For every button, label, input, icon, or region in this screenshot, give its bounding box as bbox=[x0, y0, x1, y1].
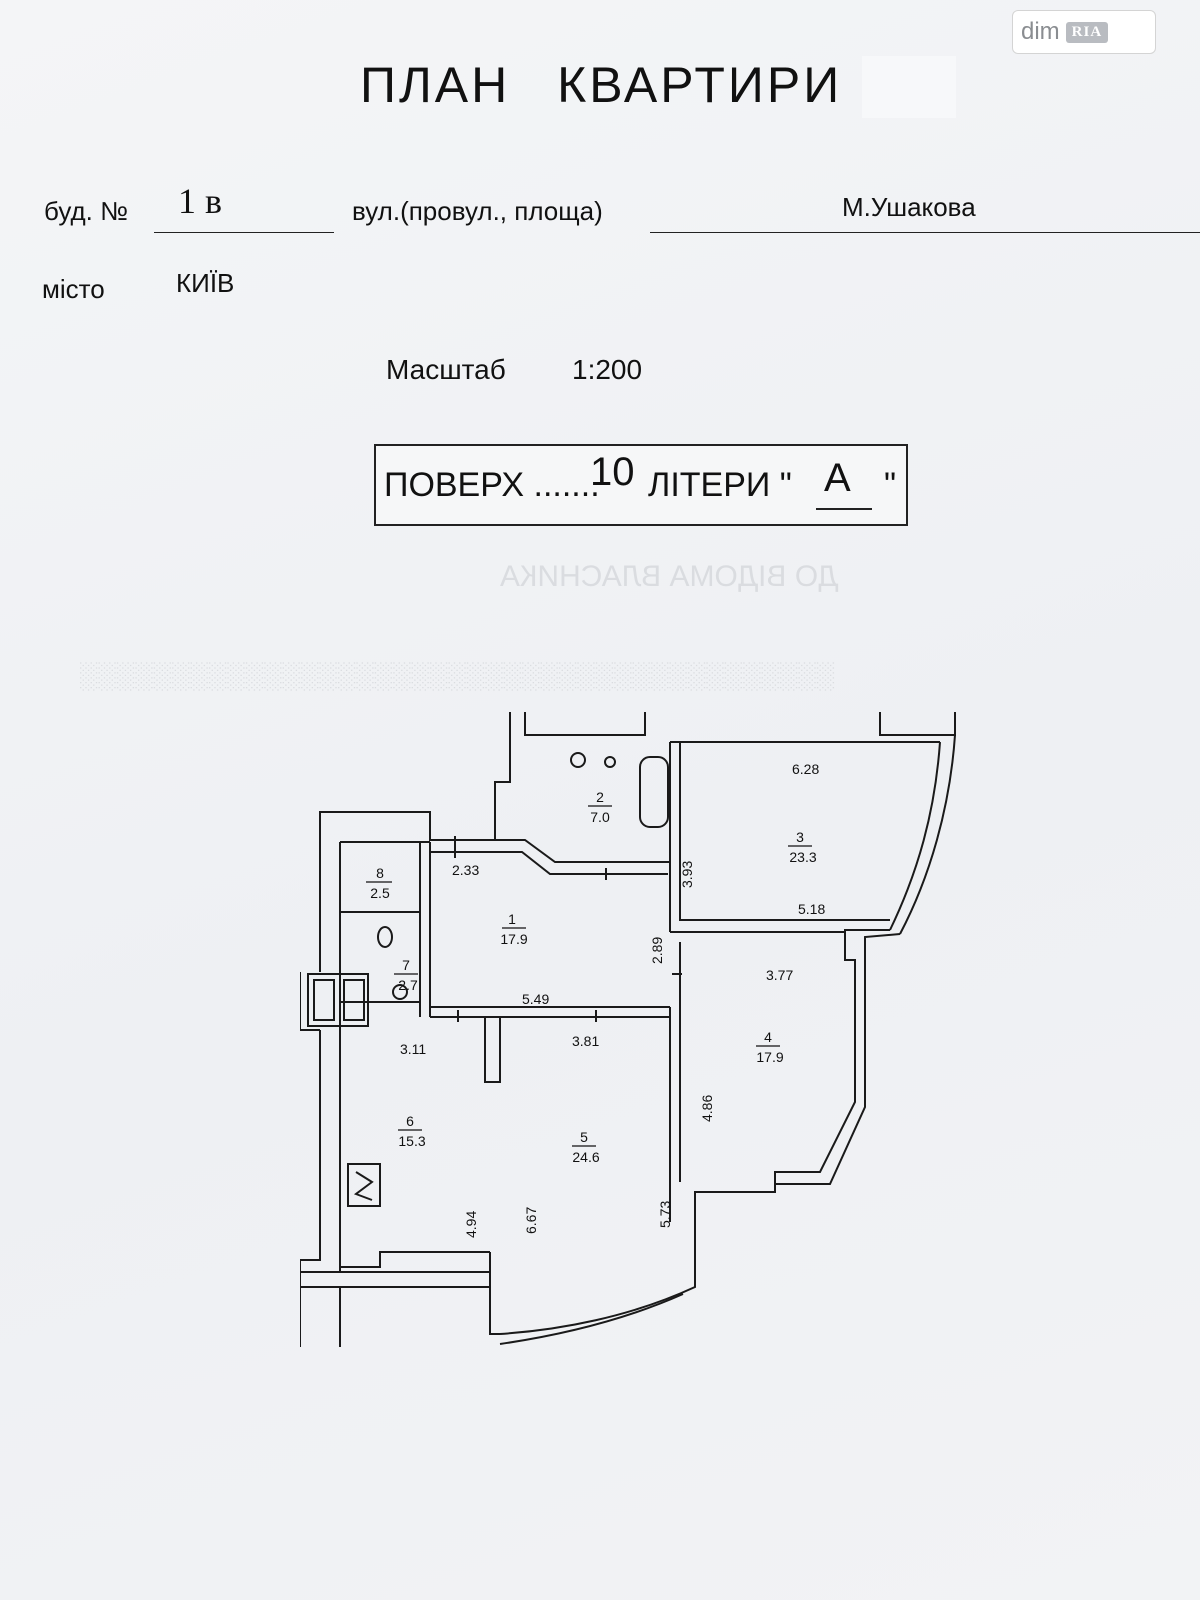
litera-label: ЛІТЕРИ " bbox=[648, 466, 792, 504]
stove-mark bbox=[353, 1171, 374, 1201]
dimension-label: 2.89 bbox=[649, 937, 665, 964]
room-2-number: 2 bbox=[596, 789, 604, 805]
sink bbox=[570, 752, 586, 768]
reverse-side-bleed: ДО ВІДОМА ВЛАСНИКА bbox=[500, 560, 839, 593]
document-title: ПЛАН КВАРТИРИ bbox=[360, 57, 843, 113]
ventilation-shaft bbox=[343, 979, 365, 1021]
floor-number: 10 bbox=[590, 450, 635, 494]
ventilation-shaft bbox=[307, 973, 369, 1027]
litera-value: А bbox=[824, 456, 851, 500]
toilet bbox=[377, 926, 393, 948]
scale-label: Масштаб bbox=[386, 354, 506, 385]
city-value: КИЇВ bbox=[176, 268, 235, 298]
watermark-ria: RIA bbox=[1065, 21, 1109, 43]
dimension-label: 6.67 bbox=[523, 1207, 539, 1234]
room-4-number: 4 bbox=[764, 1029, 772, 1045]
wall bbox=[524, 712, 646, 736]
room-5-number: 5 bbox=[580, 1129, 588, 1145]
dimension-label: 2.33 bbox=[452, 862, 479, 878]
interior-wall bbox=[430, 851, 668, 875]
floor-box: ПОВЕРХ ....... 10 ЛІТЕРИ " А " bbox=[374, 444, 908, 526]
wall bbox=[300, 1030, 321, 1347]
dimension-label: 3.81 bbox=[572, 1033, 599, 1049]
door-tick bbox=[454, 836, 682, 1022]
watermark-dim: dim bbox=[1021, 18, 1060, 45]
city-label: місто bbox=[42, 274, 105, 304]
building-number: 1 в bbox=[178, 181, 222, 221]
litera-underline bbox=[816, 508, 872, 510]
stove bbox=[347, 1163, 381, 1207]
dimension-label: 4.94 bbox=[463, 1211, 479, 1238]
sink bbox=[392, 984, 408, 1000]
dimension-label: 3.11 bbox=[400, 1041, 426, 1057]
wall bbox=[879, 712, 956, 736]
wall bbox=[694, 929, 890, 1222]
building-underline bbox=[154, 232, 334, 233]
floor-prefix: ПОВЕРХ ....... bbox=[384, 466, 600, 504]
room-5-area: 24.6 bbox=[572, 1149, 599, 1165]
wall bbox=[499, 1222, 696, 1335]
street-label: вул.(провул., площа) bbox=[352, 196, 603, 226]
room-3-number: 3 bbox=[796, 829, 804, 845]
wall bbox=[300, 972, 320, 1031]
dim-ria-watermark: dim RIA bbox=[1012, 10, 1156, 54]
room-8-number: 8 bbox=[376, 865, 384, 881]
room-6-area: 15.3 bbox=[398, 1133, 425, 1149]
floor-plan: 117.9 27.0 323.3 417.9 524.6 615.3 72.7 … bbox=[300, 712, 956, 1347]
dimension-label: 3.77 bbox=[766, 967, 793, 983]
room-8-area: 2.5 bbox=[370, 885, 390, 901]
interior-wall bbox=[430, 839, 670, 863]
ventilation-shaft bbox=[313, 979, 335, 1021]
room-7-area: 2.7 bbox=[398, 977, 418, 993]
toilet bbox=[604, 756, 616, 768]
curved-facade-wall bbox=[889, 741, 941, 931]
room-3-area: 23.3 bbox=[789, 849, 816, 865]
bathtub bbox=[639, 756, 669, 828]
dimension-label: 3.93 bbox=[679, 861, 695, 888]
building-label: буд. № bbox=[44, 196, 128, 226]
interior-wall bbox=[484, 1017, 501, 1083]
dimension-label: 6.28 bbox=[792, 761, 819, 777]
scale-value: 1:200 bbox=[572, 354, 643, 385]
dimension-label: 4.86 bbox=[699, 1095, 715, 1122]
street-underline bbox=[650, 232, 1200, 233]
room-4-area: 17.9 bbox=[756, 1049, 783, 1065]
wall bbox=[499, 1293, 684, 1345]
room-7-number: 7 bbox=[402, 957, 410, 973]
room-6-number: 6 bbox=[406, 1113, 414, 1129]
room-1-number: 1 bbox=[508, 911, 516, 927]
dimension-label: 5.18 bbox=[798, 901, 825, 917]
street-value: М.Ушакова bbox=[842, 192, 976, 222]
interior-wall bbox=[679, 742, 890, 921]
reverse-side-bleed: ░░░░░░░░░░░░░░░░░░░░░░░░░░░░░░░░░░░░░░░░… bbox=[80, 660, 836, 690]
room-2-area: 7.0 bbox=[590, 809, 610, 825]
correction-patch bbox=[862, 56, 956, 118]
litera-close-quote: " bbox=[884, 466, 897, 504]
wall bbox=[775, 933, 901, 1185]
dimension-label: 5.73 bbox=[657, 1201, 673, 1228]
wall bbox=[300, 1271, 500, 1335]
room-1-area: 17.9 bbox=[500, 931, 527, 947]
curved-facade-wall bbox=[899, 734, 956, 935]
interior-wall bbox=[340, 1251, 490, 1268]
dimension-label: 5.49 bbox=[522, 991, 549, 1007]
